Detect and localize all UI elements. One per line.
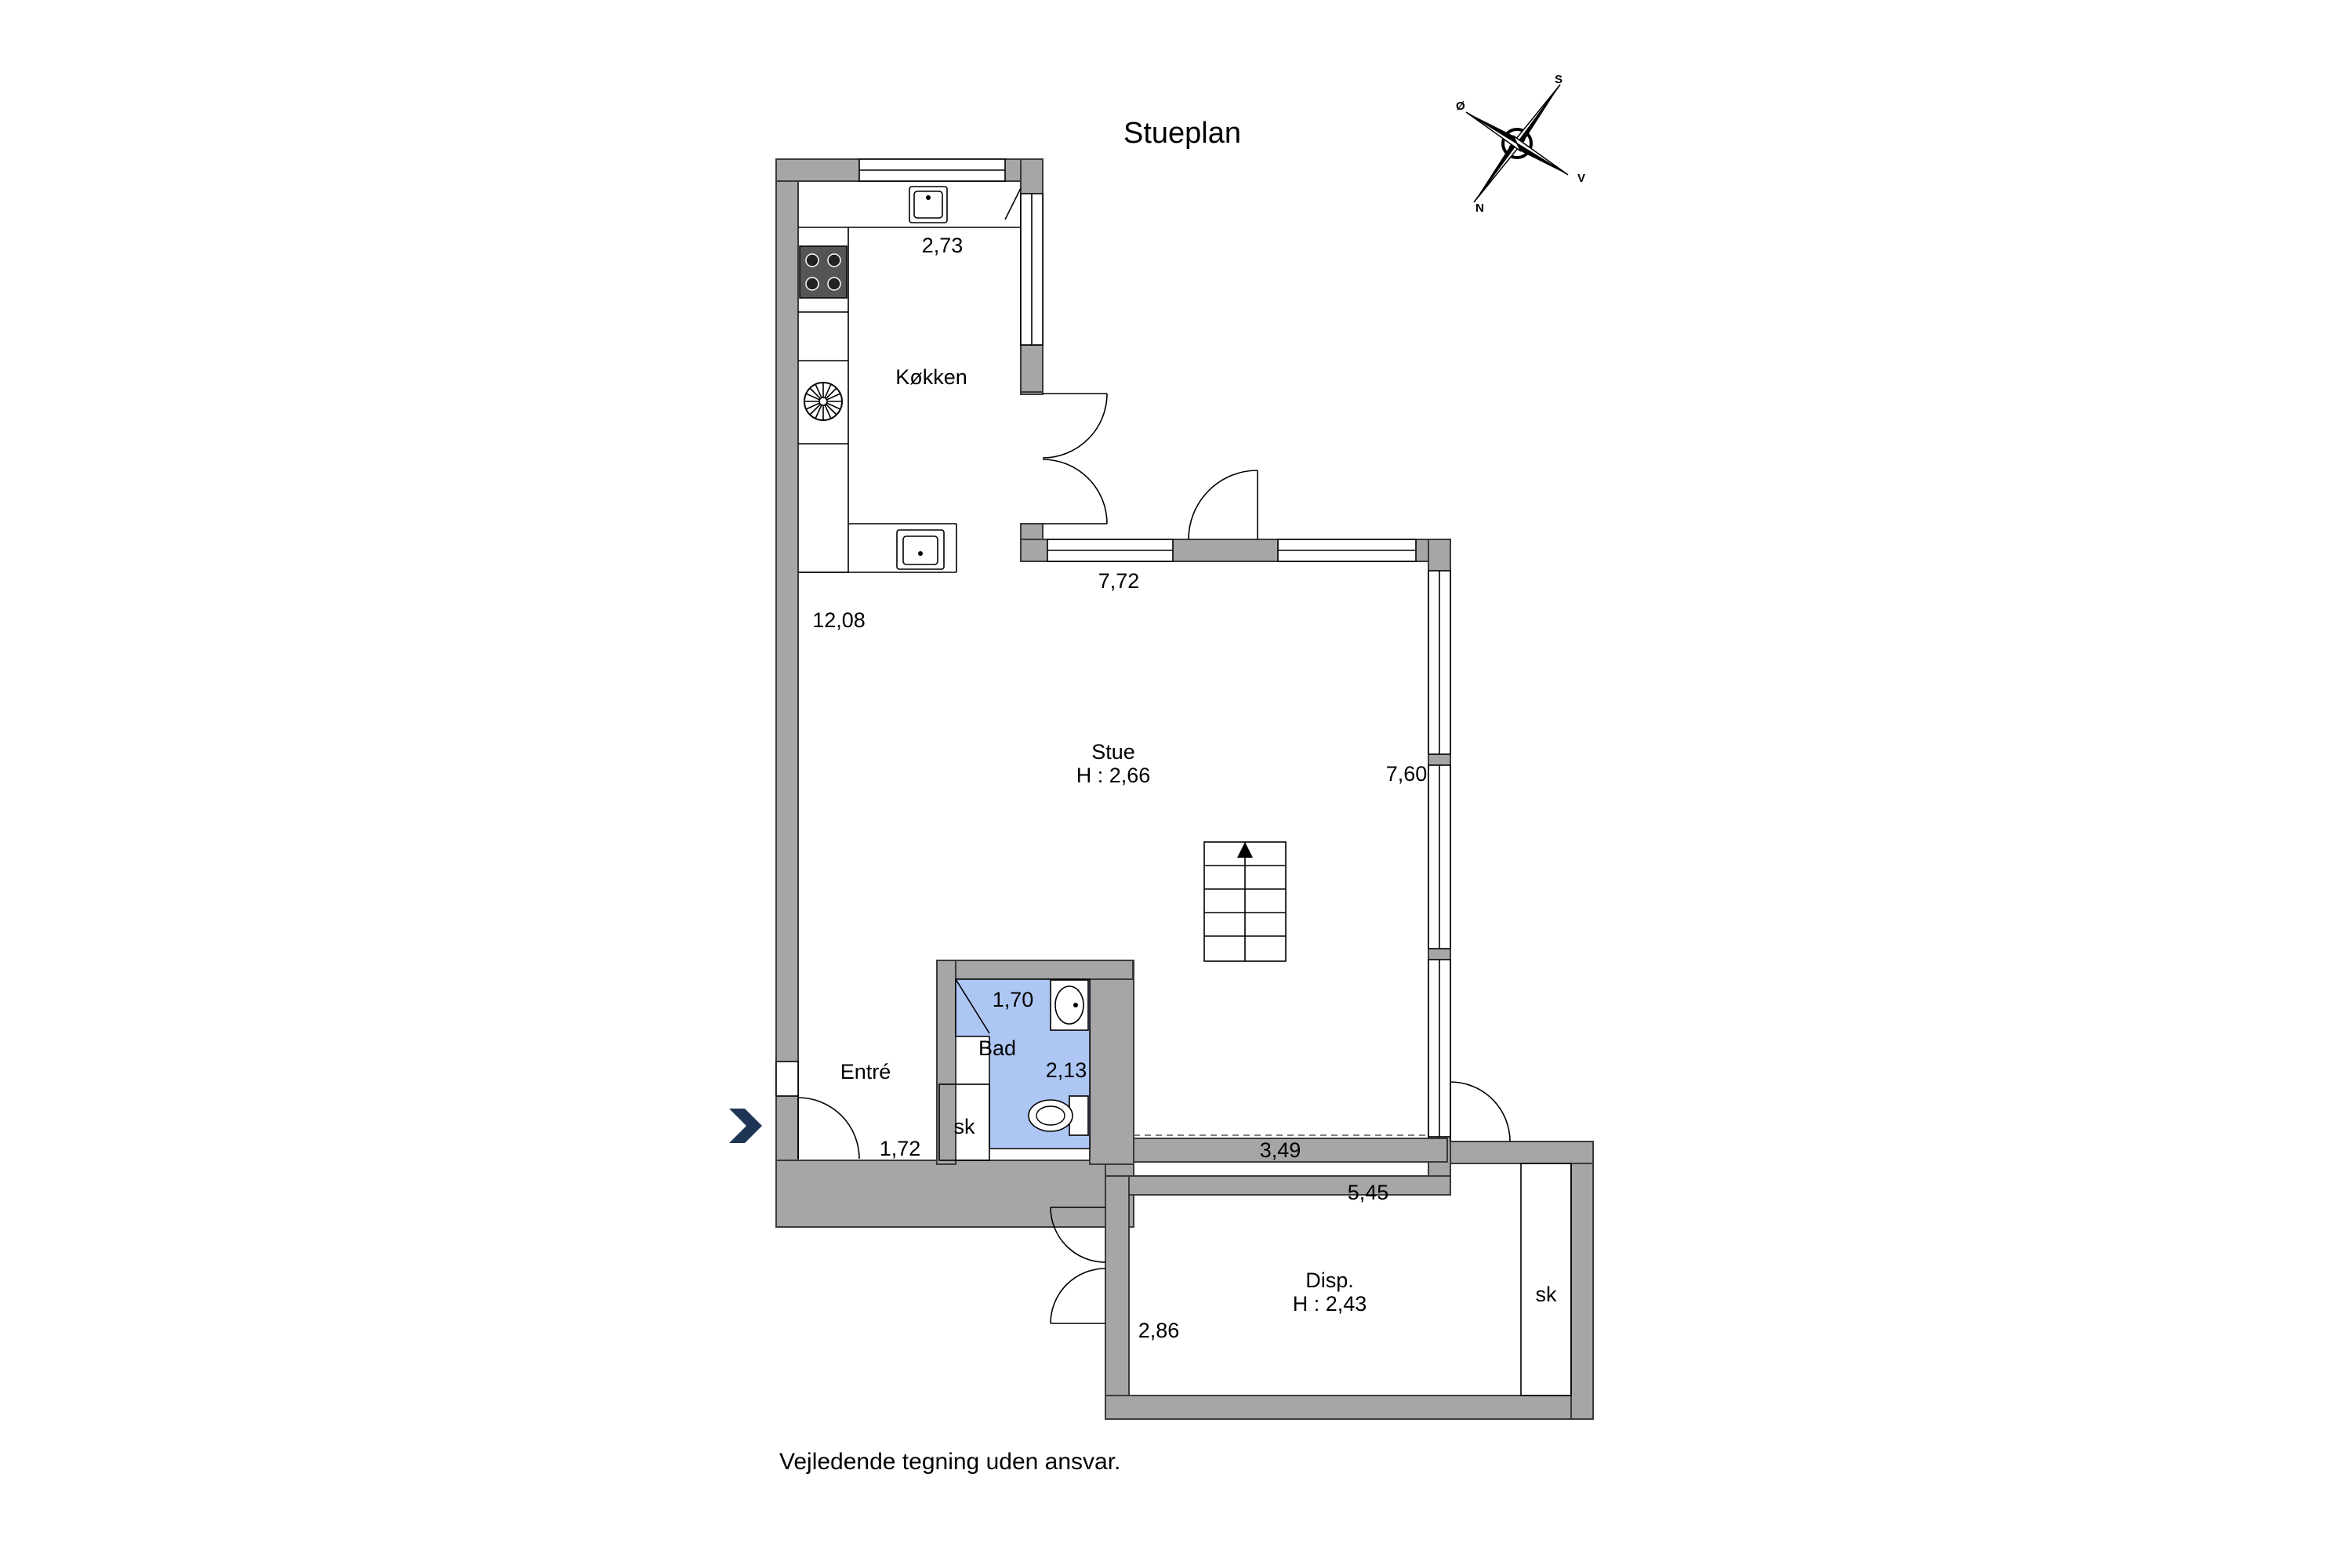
sink-icon [909, 186, 948, 223]
kitchen-fixtures [798, 186, 1022, 573]
windows [775, 158, 1451, 1138]
dimension-label: 2,13 [1046, 1058, 1087, 1082]
compass-west-letter: V [1577, 172, 1585, 185]
compass-north-letter: N [1475, 201, 1484, 215]
sink-icon [896, 529, 945, 570]
plan-title: Stueplan [1123, 117, 1241, 150]
closet-label: sk [1536, 1283, 1558, 1306]
closets [938, 1083, 1572, 1396]
room-name-storage: Disp. [1305, 1269, 1354, 1292]
room-name-entrance: Entré [840, 1060, 891, 1083]
dimension-label: 1,72 [880, 1137, 921, 1160]
dimension-label: 1,70 [993, 988, 1034, 1011]
dimension-label: 3,49 [1260, 1138, 1301, 1162]
stair-direction-arrow-icon [1237, 842, 1253, 858]
dimension-label: 5,45 [1348, 1181, 1389, 1204]
hob-icon [799, 245, 848, 299]
closet-label: sk [954, 1115, 976, 1138]
extractor-fan-icon [804, 382, 843, 421]
staircase [1203, 841, 1287, 962]
dimension-label: 7,60 [1386, 762, 1428, 786]
disclaimer-text: Vejledende tegning uden ansvar. [779, 1449, 1120, 1475]
toilet-icon [1028, 1095, 1089, 1136]
dimension-label: 7,72 [1098, 569, 1140, 593]
room-height-storage: H : 2,43 [1293, 1292, 1367, 1316]
dimension-label: 2,73 [922, 234, 964, 257]
dimension-label: 12,08 [812, 608, 866, 632]
room-name-living: Stue [1091, 740, 1135, 764]
compass-south-letter: S [1555, 73, 1563, 86]
room-name-kitchen: Køkken [895, 365, 967, 389]
walls [775, 158, 1594, 1420]
washbasin-icon [1050, 979, 1089, 1031]
room-height-living: H : 2,66 [1076, 764, 1151, 787]
doors [797, 393, 1511, 1324]
compass-rose: S Ø V N [1456, 73, 1585, 215]
room-name-bathroom: Bad [978, 1036, 1016, 1060]
bathroom-fixtures [1028, 979, 1089, 1136]
compass-east-letter: Ø [1456, 100, 1465, 113]
dimension-label: 2,86 [1138, 1319, 1180, 1342]
entrance-arrow-icon [729, 1109, 762, 1143]
